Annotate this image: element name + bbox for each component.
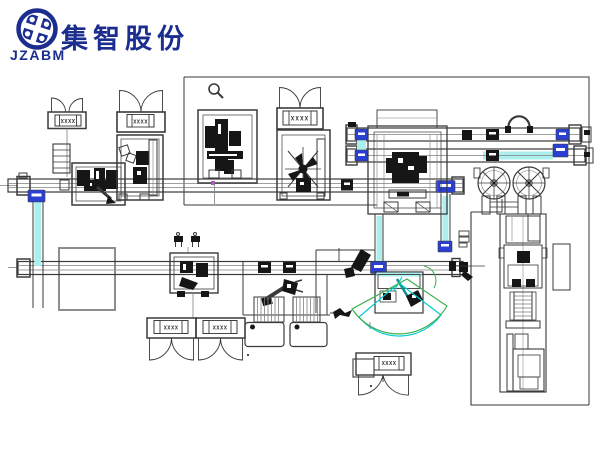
outfeed-cabinets: XXXX XXXX	[146, 317, 249, 361]
prep-machine	[52, 143, 126, 206]
gantry-machine	[367, 109, 448, 215]
overhead-rail-1	[345, 122, 592, 145]
pallet-robot-cell	[244, 279, 352, 348]
infeed-cabinet: XXXX	[47, 97, 87, 177]
door-swing-arcs	[51, 97, 83, 113]
spoked-wheel	[512, 166, 546, 200]
station-tag: XXXX	[61, 119, 76, 125]
fan-machine: XXXX	[276, 87, 331, 201]
robot-station	[344, 249, 448, 337]
magnifier-icon	[208, 83, 224, 99]
bottom-cabinet: XXXX	[352, 352, 412, 396]
conveyor-line-bottom	[8, 257, 473, 281]
vertical-conveyor-right	[435, 180, 456, 253]
door-swing-arcs	[119, 90, 163, 113]
door-swing-arcs	[149, 337, 243, 361]
overhead-rail-2	[345, 140, 594, 166]
work-envelope-arcs	[351, 265, 448, 337]
right-process-column	[449, 213, 571, 393]
floor-area-outline	[58, 247, 116, 311]
company-logo-icon	[16, 8, 58, 50]
clamp-icon	[505, 115, 533, 133]
company-abbr: JZABM	[10, 47, 66, 63]
station-tag: XXXX	[133, 120, 148, 126]
fixture-icon	[191, 232, 200, 247]
gripper-glyph	[333, 308, 352, 319]
fan-wheel	[285, 147, 321, 191]
station-tag: XXXX	[382, 361, 397, 367]
rail-connector-blocks	[354, 128, 570, 162]
camera-icon	[344, 249, 371, 278]
fixture-icon	[174, 232, 183, 247]
pallet-bin	[244, 321, 285, 348]
tall-cabinet-machine: XXXX	[116, 90, 166, 201]
buffer-station	[169, 232, 219, 318]
station-tag: XXXX	[213, 326, 228, 332]
wheel-machine-pair	[473, 115, 550, 215]
spoked-wheel	[477, 166, 511, 200]
work-cell-outline	[242, 248, 375, 316]
inspection-machine	[197, 83, 258, 204]
company-name: 集智股份	[61, 24, 189, 55]
door-swing-arcs	[358, 374, 409, 396]
slatted-pallet	[253, 296, 285, 323]
vertical-conveyor-left	[27, 189, 46, 308]
station-tag: XXXX	[164, 326, 179, 332]
vertical-conveyor-robot	[370, 214, 387, 274]
door-swing-arcs	[279, 87, 321, 109]
station-tag: XXXX	[291, 116, 309, 123]
pallet-bin	[289, 321, 328, 348]
